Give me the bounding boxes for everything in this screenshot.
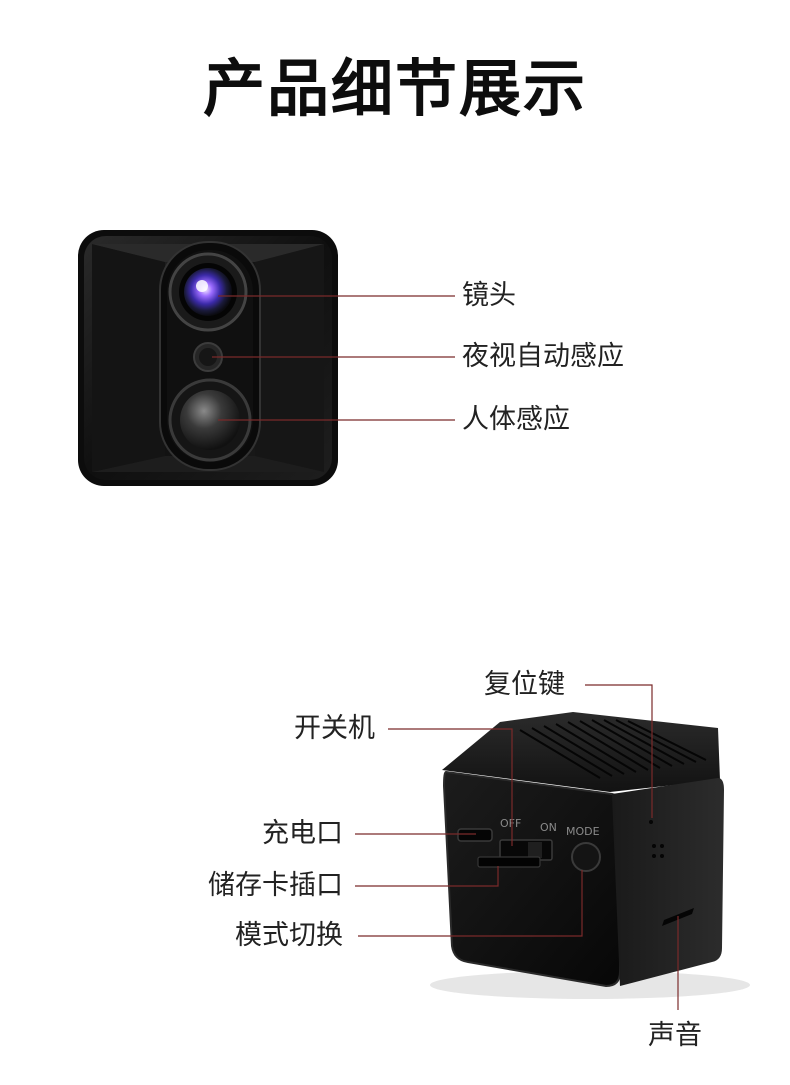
label-speaker: 声音 [648, 1020, 702, 1051]
label-lens: 镜头 [462, 280, 516, 311]
charging-port [457, 828, 493, 842]
page-title: 产品细节展示 [202, 52, 587, 125]
callout-line-power [388, 728, 513, 846]
callout-line-mode [358, 870, 583, 937]
callout-line-sd [355, 866, 499, 887]
lens [168, 252, 248, 332]
sd-card-slot [477, 856, 541, 868]
callout-line-reset [585, 684, 653, 818]
panel-label-mode: MODE [566, 825, 600, 838]
label-night-vision: 夜视自动感应 [462, 341, 624, 372]
pir-sensor [168, 378, 252, 462]
mode-button [571, 842, 601, 872]
label-reset-button: 复位键 [484, 669, 565, 700]
panel-label-on: ON [540, 821, 557, 834]
label-power-switch: 开关机 [294, 713, 375, 744]
label-pir: 人体感应 [462, 404, 570, 435]
label-charging-port: 充电口 [262, 818, 343, 849]
panel-label-off: OFF [500, 817, 521, 830]
label-sd-slot: 储存卡插口 [208, 870, 343, 901]
label-mode-switch: 模式切换 [235, 920, 343, 951]
back-camera-body [430, 712, 750, 999]
